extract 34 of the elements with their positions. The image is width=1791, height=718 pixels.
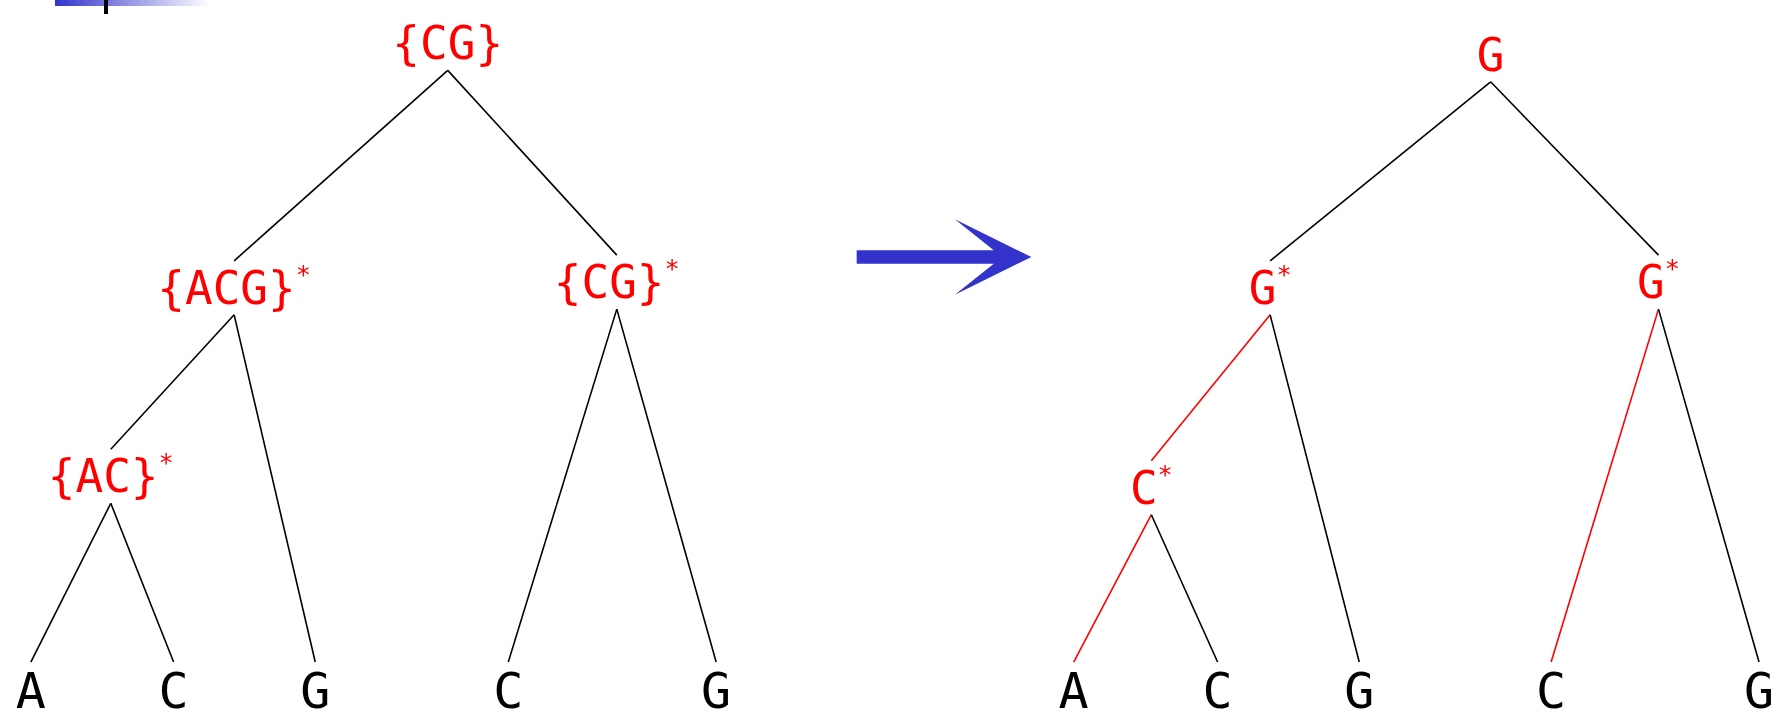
tree-branch — [1150, 513, 1219, 663]
tree-branch — [1489, 81, 1660, 256]
tree-branch — [233, 314, 317, 663]
leaf-label: G — [298, 666, 333, 717]
tree-branch — [1550, 308, 1660, 663]
state-set-label: {CG} — [390, 20, 506, 67]
tree-branch — [446, 69, 618, 256]
tree-branch — [1072, 513, 1153, 663]
tree-branch — [1150, 314, 1271, 462]
tree-branch — [110, 502, 175, 663]
state-set-label: {ACG}$^{*}$ — [155, 264, 313, 311]
leaf-label: C — [491, 666, 526, 717]
leaf-label: G — [699, 666, 734, 717]
state-set-label: G — [1474, 31, 1507, 78]
leaf-label: C — [1200, 666, 1235, 717]
leaf-label: A — [1056, 666, 1091, 717]
tree-branch — [1269, 314, 1361, 663]
leaf-label: C — [156, 666, 191, 717]
state-set-label: G$^{*}$ — [1635, 259, 1682, 306]
state-set-label: {AC}$^{*}$ — [45, 453, 176, 500]
tree-branch — [110, 314, 235, 451]
tree-branch — [507, 308, 618, 663]
leaf-label: G — [1342, 666, 1377, 717]
leaf-label: C — [1534, 666, 1569, 717]
leaf-label: G — [1741, 666, 1777, 717]
state-set-label: C$^{*}$ — [1127, 464, 1175, 511]
tree-branch — [30, 502, 112, 663]
tree-branch — [616, 308, 717, 663]
state-set-label: {CG}$^{*}$ — [551, 259, 682, 306]
leaf-label: A — [13, 666, 48, 717]
tree-branch — [1269, 81, 1492, 262]
tree-branch — [1657, 308, 1760, 663]
tree-branch — [233, 69, 449, 262]
state-set-label: G$^{*}$ — [1246, 264, 1294, 311]
